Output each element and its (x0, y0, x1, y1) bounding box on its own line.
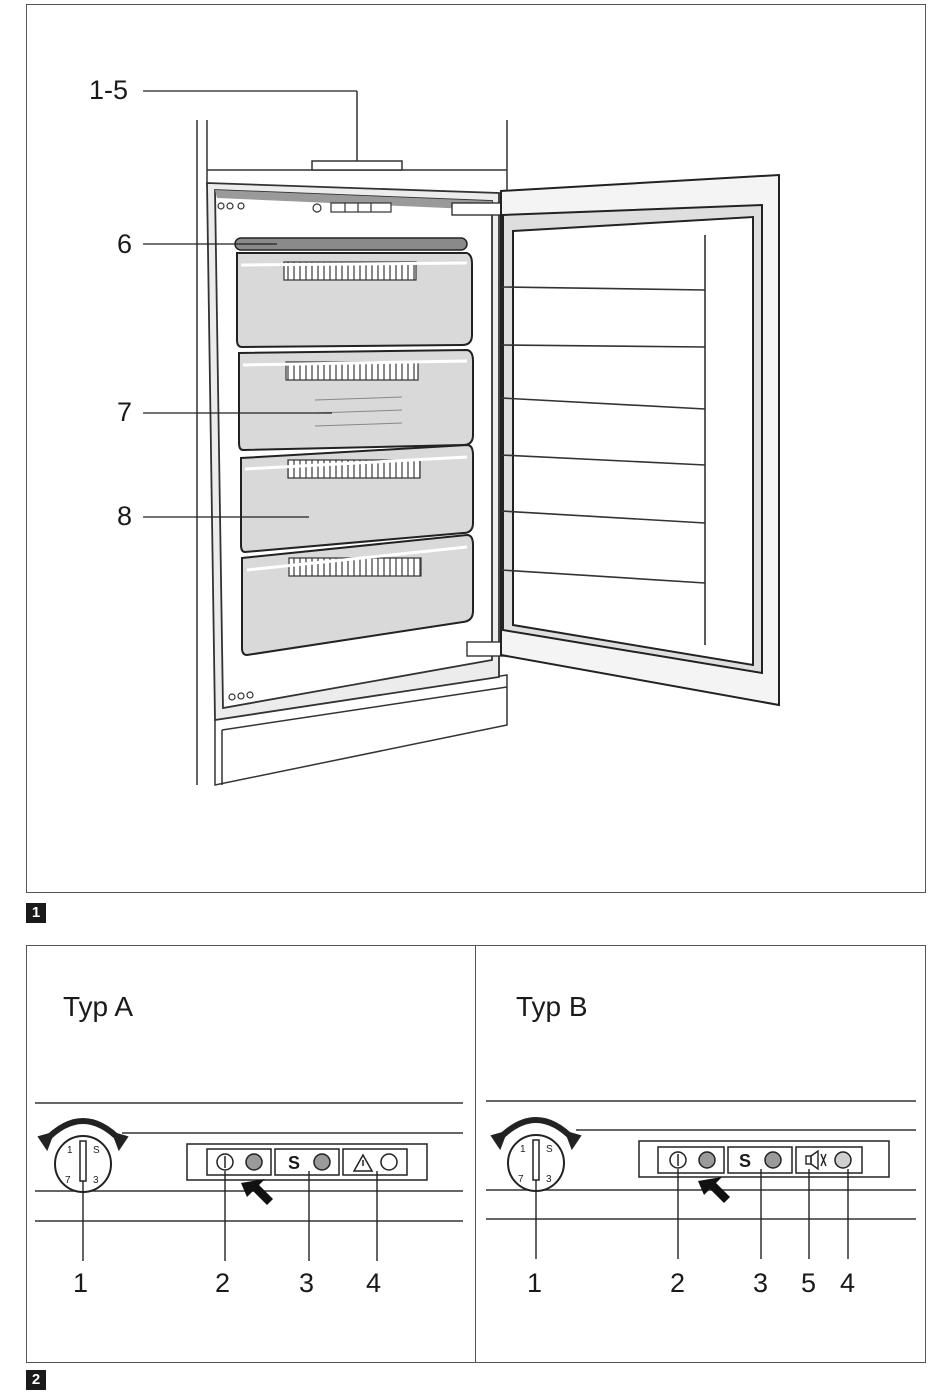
press-arrow-icon (241, 1179, 273, 1205)
power-icon (669, 1151, 687, 1169)
freezer-illustration (143, 90, 780, 786)
callout-6: 6 (117, 229, 133, 259)
svg-text:3: 3 (93, 1175, 99, 1186)
type-a-callout-2: 2 (215, 1268, 231, 1298)
figure-2-divider (475, 946, 476, 1362)
type-b-callout-2: 2 (670, 1268, 686, 1298)
super-freeze-symbol: S (739, 1151, 751, 1171)
drawer-4 (241, 533, 474, 657)
temperature-dial: 1 S 7 3 (490, 1117, 582, 1192)
type-b-callout-4: 4 (840, 1268, 856, 1298)
svg-text:1: 1 (67, 1145, 73, 1156)
type-a-control-panel: 1 S 7 3 S (35, 1102, 463, 1261)
alarm-led (380, 1153, 398, 1171)
type-a-callout-4: 4 (366, 1268, 382, 1298)
svg-text:7: 7 (518, 1174, 524, 1185)
callout-1-5: 1-5 (89, 75, 129, 105)
type-a-callout-1: 1 (73, 1268, 89, 1298)
type-b-callout-1: 1 (527, 1268, 543, 1298)
svg-text:1: 1 (520, 1144, 526, 1155)
type-a-title: Typ A (63, 991, 134, 1022)
svg-text:S: S (546, 1144, 553, 1155)
figure-2-panel: Typ A 1 S 7 3 (26, 945, 926, 1363)
svg-text:S: S (93, 1145, 100, 1156)
type-b-control-panel: 1 S 7 3 S (486, 1100, 916, 1259)
control-strip (217, 202, 392, 701)
type-a-callout-3: 3 (299, 1268, 315, 1298)
button-strip (186, 1143, 428, 1181)
super-freeze-led (313, 1153, 331, 1171)
power-icon (216, 1153, 234, 1171)
type-b-title: Typ B (516, 991, 588, 1022)
drawer-3 (240, 443, 474, 554)
drawer-1 (236, 252, 473, 349)
alarm-led (834, 1151, 852, 1169)
type-b-callout-3: 3 (753, 1268, 769, 1298)
svg-text:7: 7 (65, 1175, 71, 1186)
callout-leaders (143, 90, 357, 518)
cabinet-niche (196, 91, 508, 785)
callout-8: 8 (117, 501, 133, 531)
figure-1-panel: 1-5 6 7 8 (26, 4, 926, 893)
figure-2-number: 2 (26, 1370, 46, 1390)
super-freeze-symbol: S (288, 1153, 300, 1173)
drawer-2 (238, 348, 474, 452)
callout-7: 7 (117, 397, 133, 427)
open-door (500, 173, 780, 707)
warning-triangle-icon (352, 1153, 374, 1172)
speaker-mute-icon (805, 1149, 827, 1171)
power-led (245, 1153, 263, 1171)
type-b-callout-5: 5 (801, 1268, 817, 1298)
press-arrow-icon (698, 1177, 730, 1203)
super-freeze-led (764, 1151, 782, 1169)
figure-1-number: 1 (26, 903, 46, 923)
power-led (698, 1151, 716, 1169)
svg-text:3: 3 (546, 1174, 552, 1185)
